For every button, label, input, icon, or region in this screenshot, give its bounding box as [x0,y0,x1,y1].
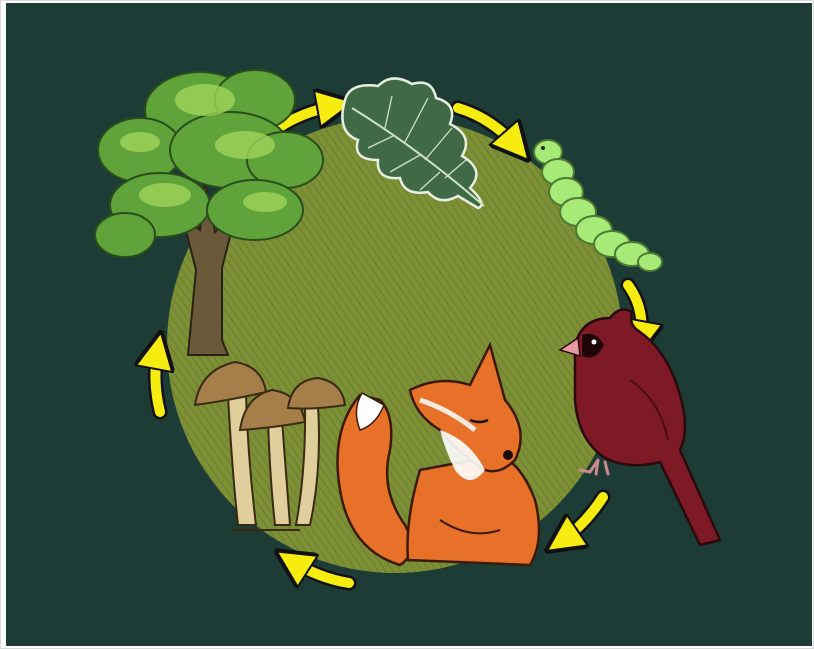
food-web-cycle-diagram [0,0,814,649]
diagram-canvas [0,0,814,649]
